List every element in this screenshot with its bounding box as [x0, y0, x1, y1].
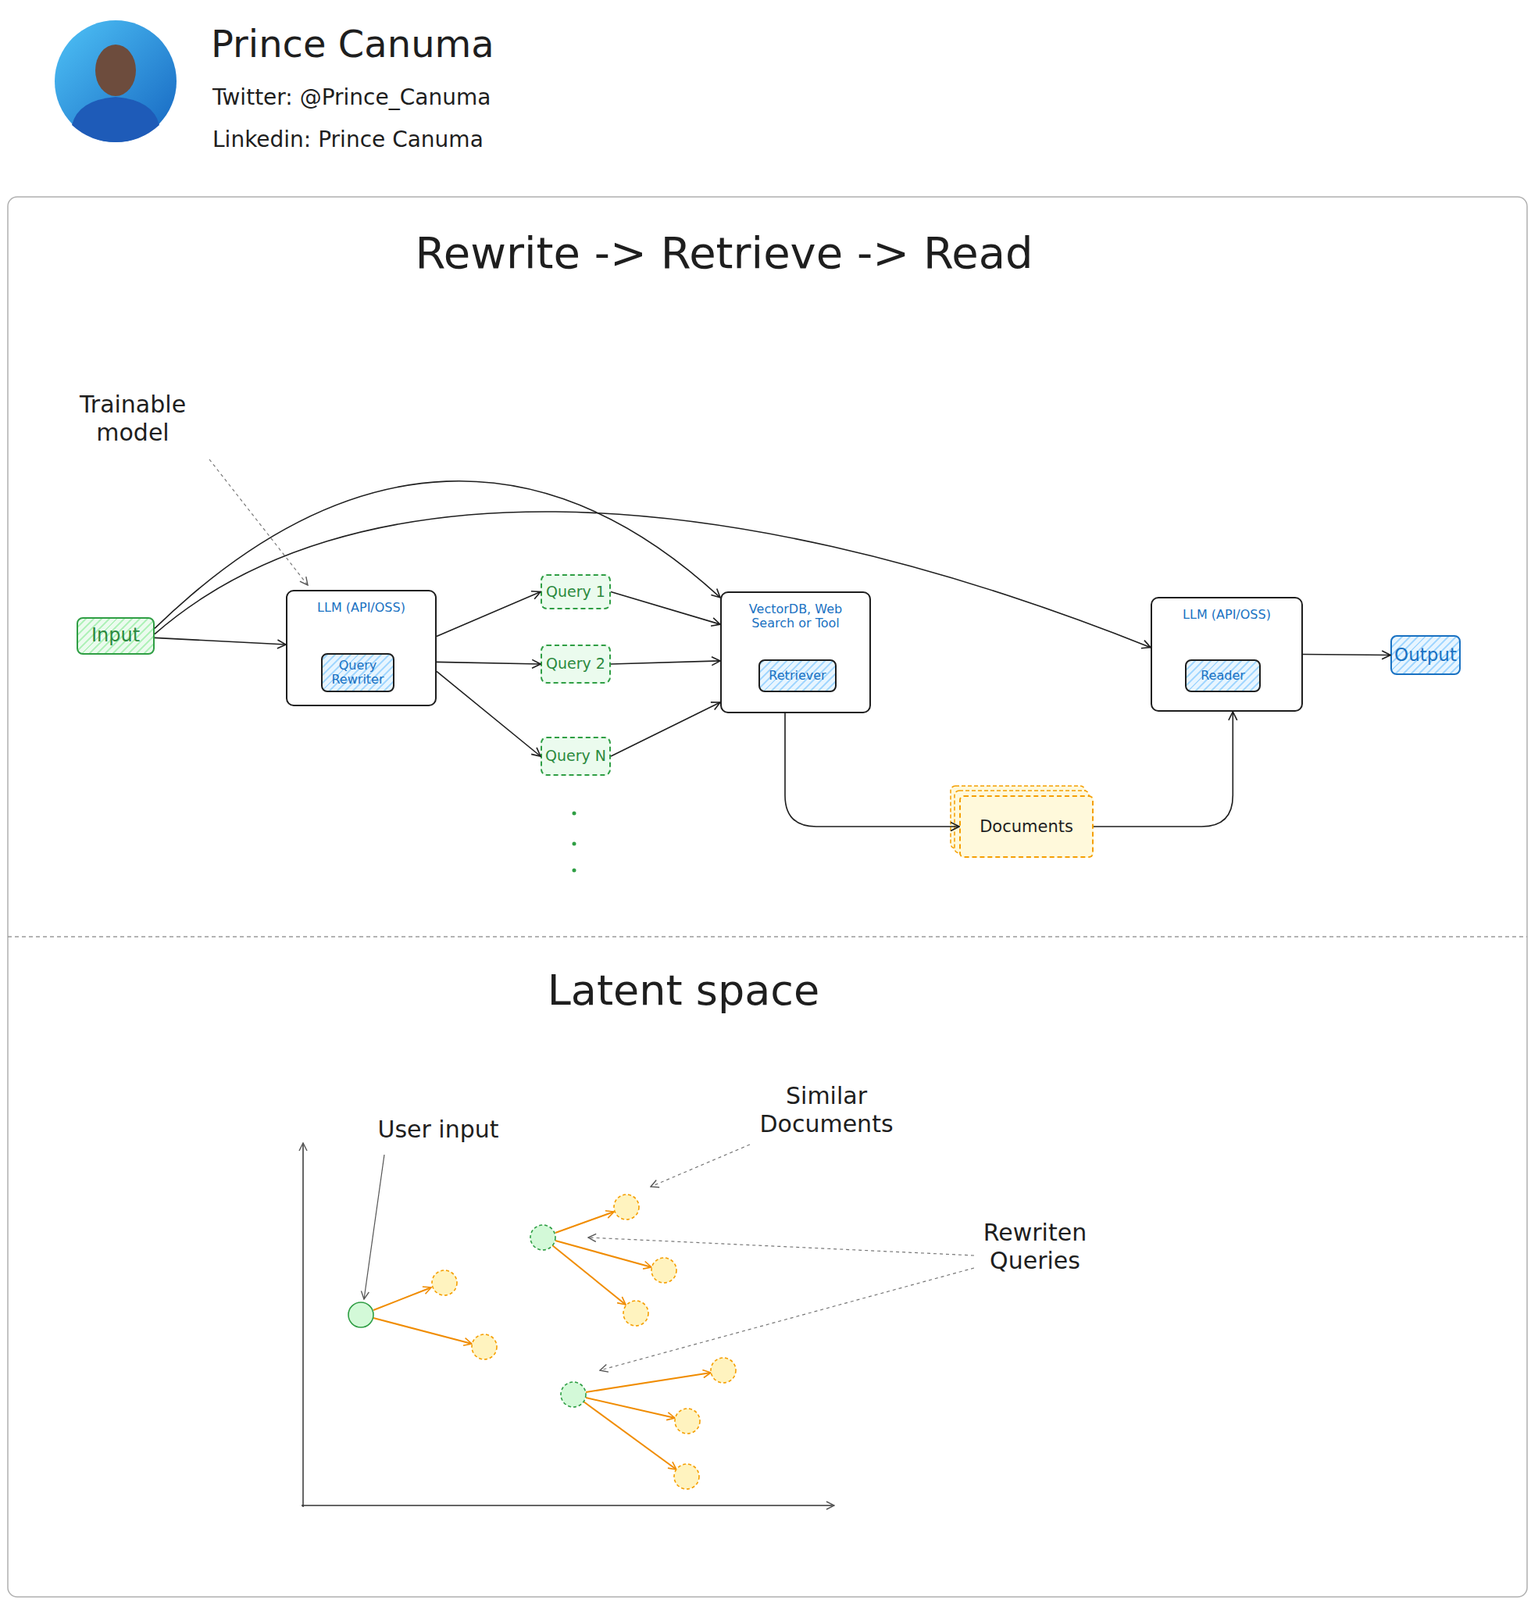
similarity-arrows — [373, 1211, 711, 1470]
avatar-head — [95, 44, 136, 97]
leader-line — [599, 1267, 975, 1371]
flow-arrow — [785, 713, 960, 827]
document-point — [651, 1257, 677, 1283]
annotation: Rewriten Queries — [952, 1218, 1118, 1275]
document-point — [623, 1300, 649, 1326]
query-point — [348, 1302, 374, 1328]
node-text: Query 2 — [546, 655, 606, 673]
node-text: LLM (API/OSS) — [292, 600, 431, 615]
author-name: Prince Canuma — [210, 21, 914, 68]
node-text: Reader — [1200, 668, 1246, 683]
retrieval-box: VectorDB, Web Search or ToolRetriever — [720, 591, 871, 714]
ellipsis-dot — [572, 811, 577, 816]
document-point — [431, 1270, 457, 1296]
x-axis — [301, 1504, 835, 1507]
node-text: Retriever — [768, 668, 826, 683]
node-text: Query Rewriter — [324, 658, 392, 688]
similarity-arrow — [373, 1287, 432, 1310]
similarity-arrow — [585, 1397, 675, 1418]
query-point — [560, 1381, 586, 1407]
component-box: Query Rewriter — [321, 653, 395, 693]
model-box: LLM (API/OSS) Query Rewriter — [285, 589, 437, 707]
document-point — [471, 1334, 497, 1360]
section-divider — [7, 935, 1528, 937]
input-pill: Input — [76, 617, 155, 655]
similarity-arrow — [552, 1245, 626, 1305]
model-box: LLM (API/OSS) Reader — [1150, 596, 1303, 712]
flow-arrow — [610, 702, 721, 757]
document-point — [674, 1463, 700, 1489]
node-text: VectorDB, Web Search or Tool — [726, 602, 865, 632]
node-text: Query N — [545, 747, 607, 765]
similarity-arrow — [583, 1401, 677, 1470]
node-text: LLM (API/OSS) — [1156, 607, 1297, 622]
avatar-circle — [54, 20, 177, 143]
flow-arrow — [436, 661, 541, 664]
similarity-arrow — [585, 1372, 711, 1392]
annotation: User input — [336, 1115, 540, 1144]
flow-arrow — [1302, 654, 1391, 656]
node-text: Documents — [979, 817, 1074, 836]
leader-line — [209, 459, 308, 586]
panel-frame — [7, 196, 1528, 1597]
component-box: Reader — [1184, 659, 1261, 693]
ellipsis-dot — [572, 842, 577, 846]
leader-line — [364, 1154, 385, 1300]
flow-arrow — [610, 660, 721, 664]
section-heading: Latent space — [371, 965, 996, 1017]
query-point — [530, 1224, 556, 1250]
leader-line — [650, 1144, 750, 1187]
annotation: Trainable model — [54, 390, 211, 447]
flow-arrow — [610, 592, 721, 625]
flow-arrow — [154, 637, 286, 645]
flow-arrow — [436, 592, 541, 637]
component-box: Retriever — [758, 659, 837, 693]
query-points — [348, 1224, 586, 1407]
document-point — [710, 1357, 736, 1383]
y-axis — [302, 1142, 304, 1507]
flow-arrow — [436, 670, 541, 757]
documents-stack: Documents — [959, 795, 1094, 858]
document-points — [431, 1194, 736, 1489]
annotation: Similar Documents — [732, 1081, 921, 1139]
document-point — [613, 1194, 639, 1220]
author-handle: Twitter: @Prince_Canuma — [212, 84, 916, 111]
avatar-shoulders — [71, 96, 160, 143]
document-point — [674, 1408, 700, 1434]
ellipsis-dot — [572, 868, 577, 873]
flow-arrow — [154, 481, 721, 629]
author-handle: Linkedin: Prince Canuma — [212, 126, 916, 154]
node-text: Output — [1394, 644, 1457, 665]
node-text: Input — [91, 624, 140, 647]
query-box: Query 1 — [540, 574, 611, 610]
similarity-arrow — [555, 1240, 652, 1267]
node-text: Query 1 — [546, 583, 606, 601]
query-box: Query N — [540, 736, 611, 776]
leader-line — [588, 1237, 975, 1256]
similarity-arrow — [555, 1211, 614, 1233]
query-box: Query 2 — [540, 644, 611, 684]
diagram-title: Rewrite -> Retrieve -> Read — [0, 226, 1449, 279]
similarity-arrow — [373, 1317, 472, 1344]
output-pill: Output — [1390, 635, 1461, 675]
flow-arrow — [1093, 711, 1233, 827]
